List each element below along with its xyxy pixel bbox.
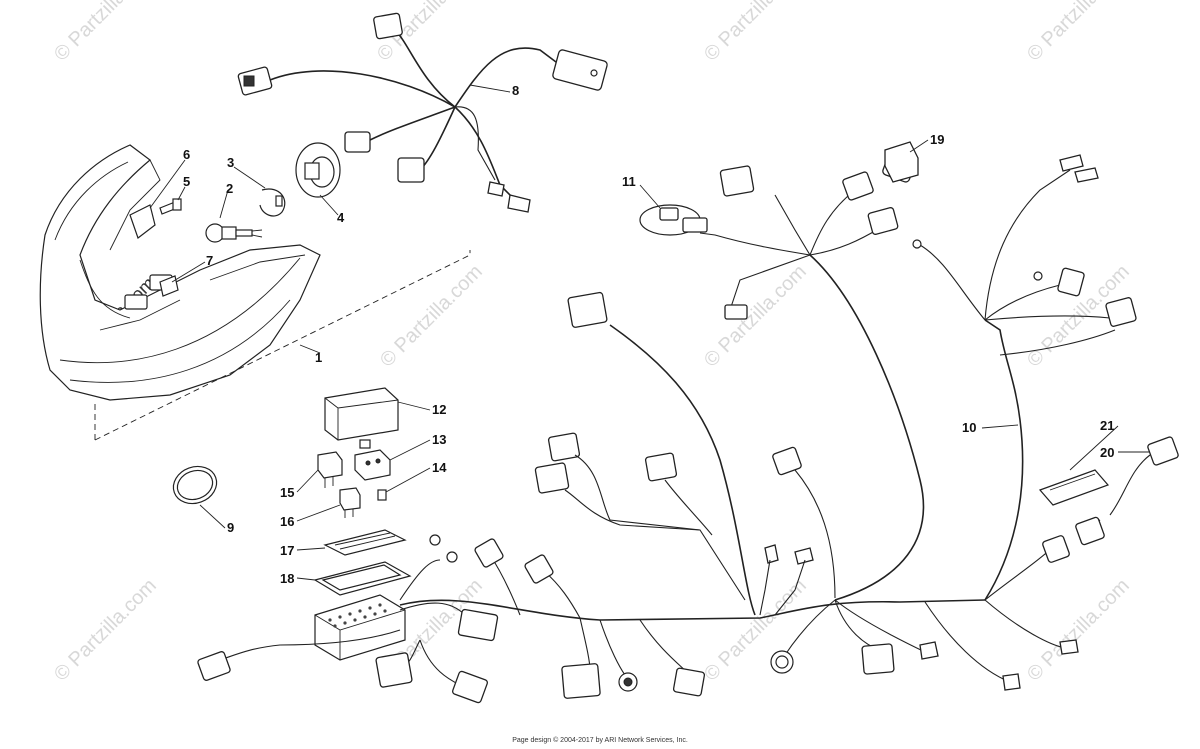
callouts: 1 2 3 4 5 6 7 8 9 10 11 12 13 14 15 16 1… xyxy=(149,83,1150,586)
screw xyxy=(159,198,182,215)
callout-16: 16 xyxy=(280,514,294,529)
watermark: © Partzilla.com xyxy=(50,0,161,66)
callout-1: 1 xyxy=(315,350,322,365)
callout-13: 13 xyxy=(432,432,446,447)
fuse-box-parts xyxy=(313,387,412,661)
callout-9: 9 xyxy=(227,520,234,535)
callout-20: 20 xyxy=(1100,445,1114,460)
main-harness xyxy=(197,141,1179,704)
bulb-retainer-clip xyxy=(259,188,286,217)
callout-4: 4 xyxy=(337,210,345,225)
callout-12: 12 xyxy=(432,402,446,417)
callout-5: 5 xyxy=(183,174,190,189)
callout-18: 18 xyxy=(280,571,294,586)
headlight-harness xyxy=(237,12,608,213)
headlight-housing xyxy=(39,144,321,401)
watermark: © Partzilla.com xyxy=(700,261,811,372)
callout-17: 17 xyxy=(280,543,294,558)
callout-7: 7 xyxy=(206,253,213,268)
callout-21: 21 xyxy=(1100,418,1114,433)
watermark: © Partzilla.com xyxy=(50,575,161,686)
callout-3: 3 xyxy=(227,155,234,170)
watermark: © Partzilla.com xyxy=(1023,575,1134,686)
callout-11: 11 xyxy=(622,174,636,189)
retaining-ring xyxy=(172,465,218,505)
watermark: © Partzilla.com xyxy=(376,261,487,372)
callout-14: 14 xyxy=(432,460,447,475)
callout-6: 6 xyxy=(183,147,190,162)
watermark: © Partzilla.com xyxy=(1023,0,1134,66)
callout-8: 8 xyxy=(512,83,519,98)
callout-19: 19 xyxy=(930,132,944,147)
mounting-bracket xyxy=(129,204,156,239)
page-footer: Page design © 2004-2017 by ARI Network S… xyxy=(512,737,688,744)
headlight-bulb xyxy=(205,223,263,243)
callout-10: 10 xyxy=(962,420,976,435)
dashed-boundary xyxy=(94,250,471,441)
callout-15: 15 xyxy=(280,485,294,500)
watermark: © Partzilla.com xyxy=(700,0,811,66)
callout-2: 2 xyxy=(226,181,233,196)
rubber-boot xyxy=(295,142,341,198)
